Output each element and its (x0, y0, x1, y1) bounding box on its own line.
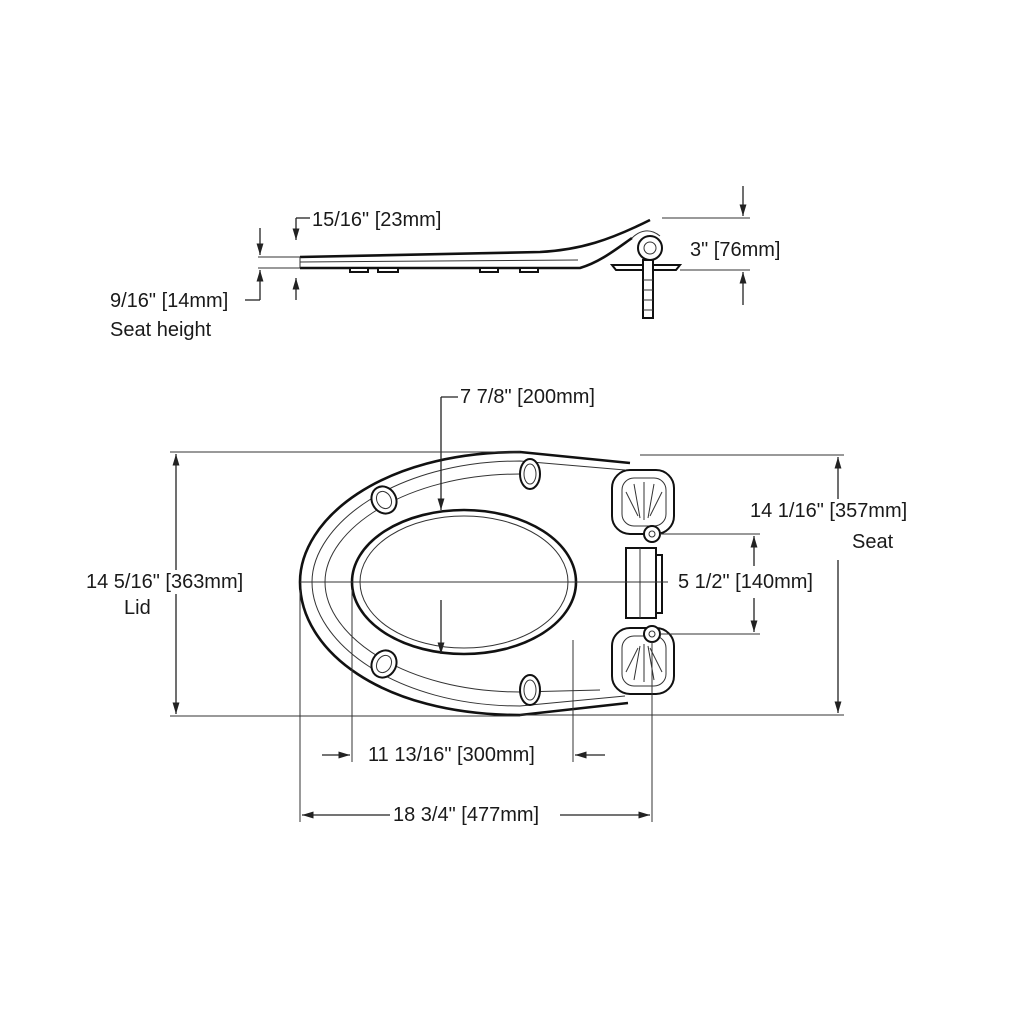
lid-width-caption: Lid (124, 596, 151, 620)
side-profile-bottom-edge (299, 259, 579, 263)
hinge-bolt-bottom (643, 625, 661, 643)
side-hinge-inner (643, 241, 657, 255)
seat-width-label: 14 1/16" [357mm] (750, 499, 908, 523)
side-foot (377, 267, 399, 273)
hinge-housing-top (611, 469, 675, 535)
lid-outline (298, 450, 631, 717)
side-foot (349, 267, 369, 273)
lid-width-label: 14 5/16" [363mm] (86, 570, 244, 594)
side-view (245, 186, 750, 319)
bumper (519, 674, 541, 706)
overall-length-label: 18 3/4" [477mm] (393, 803, 540, 827)
hinge-ribs-bottom (625, 644, 663, 682)
lid-thickness-label: 15/16" [23mm] (312, 208, 442, 232)
bumper-inner (523, 679, 537, 701)
side-hinge-outer (637, 235, 663, 261)
hinge-bar (625, 547, 657, 619)
hinge-housing-bottom (611, 627, 675, 695)
bumper-inner (523, 463, 537, 485)
side-profile-top (299, 218, 651, 259)
top-view (170, 396, 844, 822)
seat-height-label: 9/16" [14mm] (110, 289, 229, 313)
bumper-inner (375, 490, 393, 510)
bumper-inner (375, 654, 393, 674)
hinge-height-label: 3" [76mm] (690, 238, 781, 262)
hinge-spacing-label: 5 1/2" [140mm] (678, 570, 813, 594)
side-profile-bottom (300, 236, 633, 270)
bumper (519, 458, 541, 490)
hinge-bolt-top (643, 525, 661, 543)
side-foot (519, 267, 539, 273)
seat-ring-outer (311, 460, 626, 707)
bumper (370, 649, 398, 679)
seat-ring-inner (324, 473, 601, 693)
side-mount-bolt (642, 259, 654, 319)
seat-width-caption: Seat (852, 530, 894, 554)
seat-height-caption: Seat height (110, 318, 212, 342)
opening-length-label: 7 7/8" [200mm] (460, 385, 595, 409)
side-hinge-arm (631, 230, 661, 239)
hinge-ribs-top (625, 482, 663, 520)
opening-to-hinge-label: 11 13/16" [300mm] (368, 743, 535, 767)
side-foot (479, 267, 499, 273)
